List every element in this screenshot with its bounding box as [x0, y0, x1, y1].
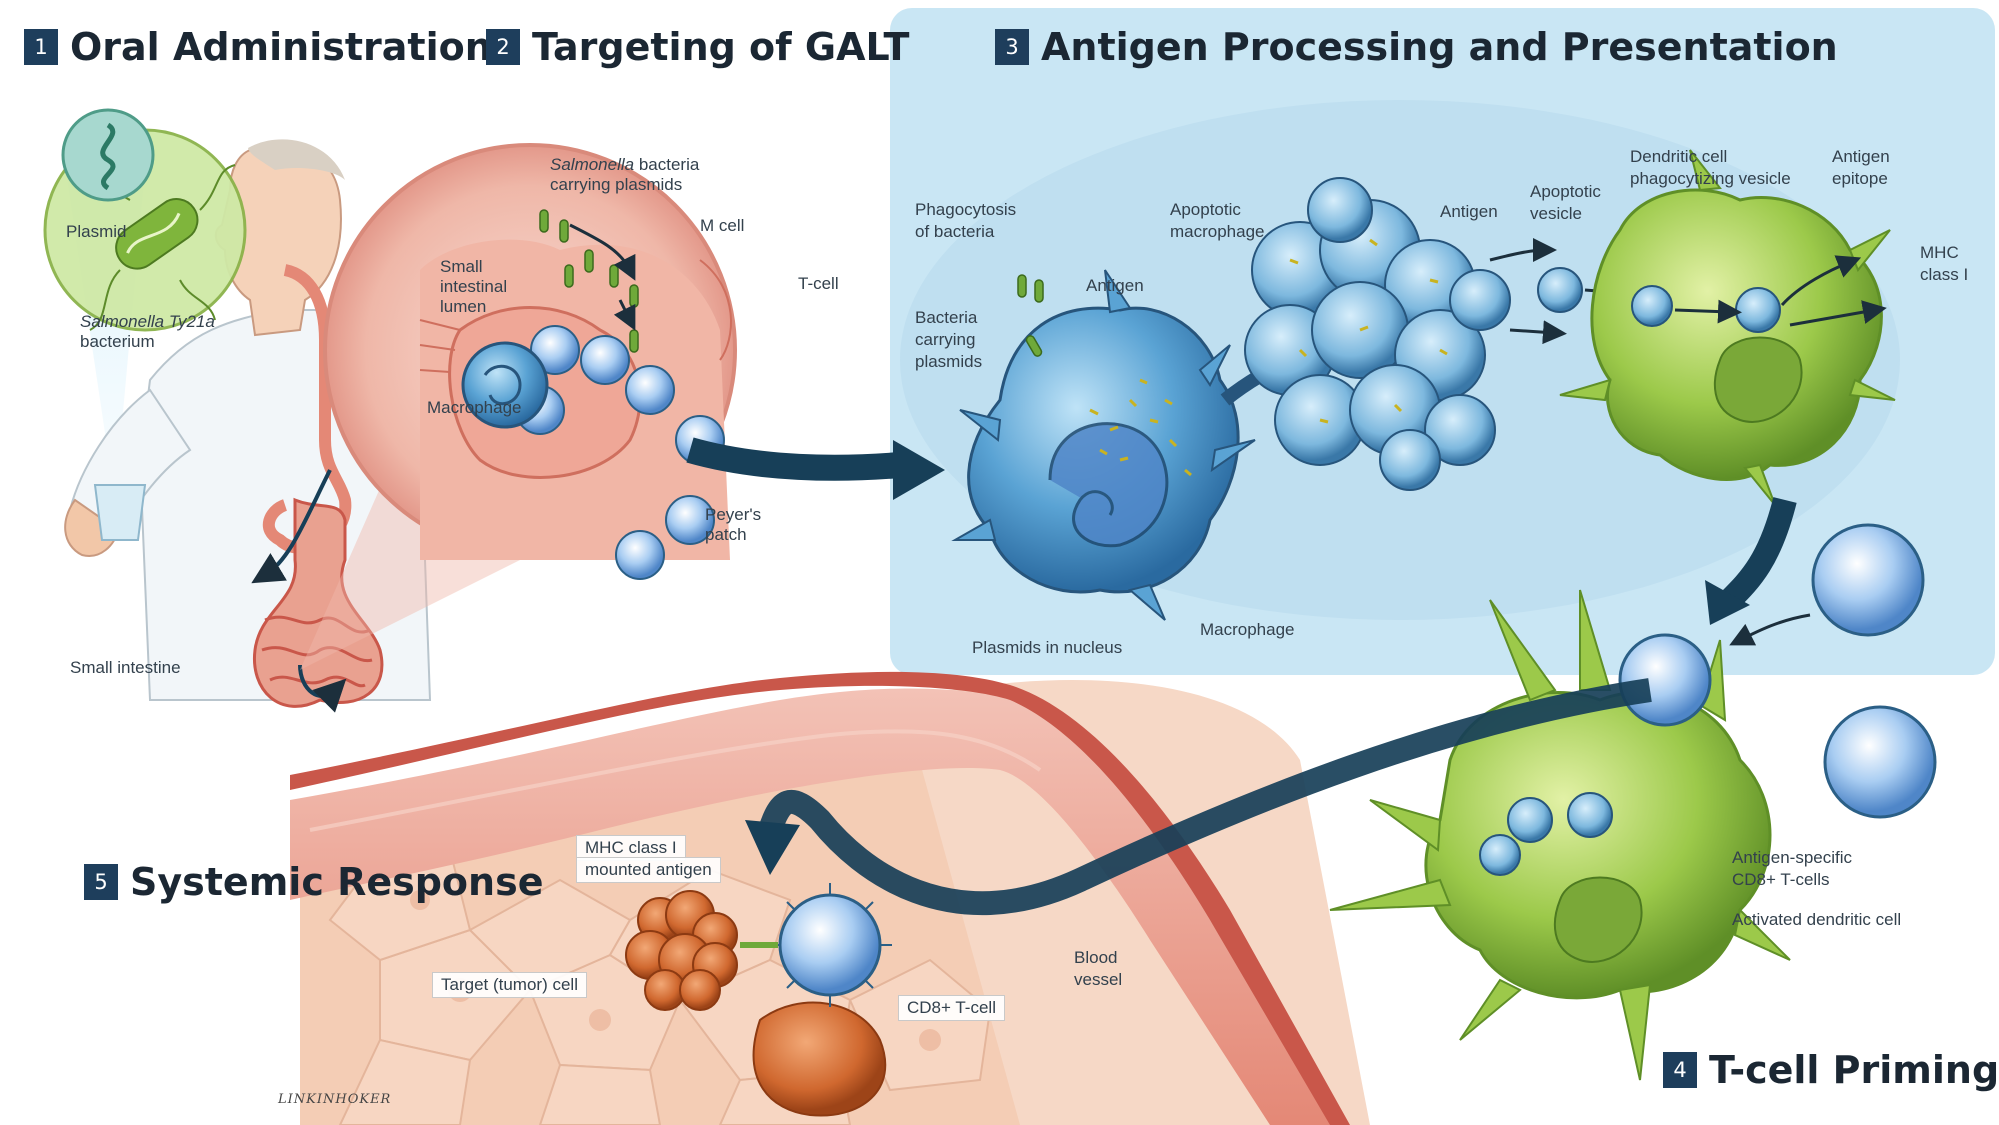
title-antigen-processing: Antigen Processing and Presentation: [1041, 25, 1838, 69]
step-number-4: 4: [1663, 1052, 1697, 1088]
label-antigen-epitope-1: Antigen: [1832, 147, 1890, 166]
label-cd8-specific-1: Antigen-specific: [1732, 848, 1853, 867]
step-number-3: 3: [995, 29, 1029, 65]
label-tcell-galt: T-cell: [798, 274, 839, 293]
tumor-cell: [625, 890, 887, 1117]
label-apoptotic-macrophage-2: macrophage: [1170, 222, 1265, 241]
label-mhc-mounted-2: mounted antigen: [576, 857, 721, 883]
label-dc-vesicle-1: Dendritic cell: [1630, 147, 1728, 166]
label-activated-dc: Activated dendritic cell: [1732, 910, 1902, 929]
label-phago-1: Phagocytosis: [915, 200, 1017, 219]
label-cd8-specific-2: CD8+ T-cells: [1732, 870, 1830, 889]
label-bacteria-word: bacteria: [634, 155, 700, 174]
arrow-3-to-4: [1721, 497, 1797, 609]
label-blood-1: Blood: [1074, 948, 1118, 967]
step-number-5: 5: [84, 864, 118, 900]
title-systemic-response: Systemic Response: [130, 860, 544, 904]
title-targeting-galt: Targeting of GALT: [532, 25, 910, 69]
heading-systemic-response: 5 Systemic Response: [84, 860, 543, 904]
label-bcp-3: plasmids: [915, 352, 983, 371]
label-salmonella-ty21a-name: Salmonella Ty21a: [80, 312, 215, 331]
label-macrophage-galt: Macrophage: [427, 398, 522, 417]
label-plasmids-in-nucleus: Plasmids in nucleus: [972, 638, 1123, 657]
label-macrophage-p3: Macrophage: [1200, 620, 1295, 639]
title-tcell-priming: T-cell Priming: [1709, 1048, 1999, 1092]
label-lumen-1: Small: [440, 257, 483, 276]
label-carrying-plasmids: carrying plasmids: [550, 175, 683, 194]
label-target-cell: Target (tumor) cell: [432, 972, 587, 998]
heading-tcell-priming: 4 T-cell Priming: [1663, 1048, 1999, 1092]
title-oral-administration: Oral Administration: [70, 25, 492, 69]
activated-dendritic-cell: [1329, 589, 1791, 1081]
label-mhc-1: MHC: [1920, 243, 1959, 262]
label-apoptotic-vesicle-2: vesicle: [1530, 204, 1582, 223]
label-lumen-3: lumen: [440, 297, 487, 316]
label-lumen-2: intestinal: [440, 277, 508, 296]
dendritic-cell: [1559, 149, 1896, 506]
macrophage-cell: [951, 269, 1256, 621]
arrow-4-to-5: [758, 678, 1652, 916]
label-peyers-1: Peyer's: [705, 505, 762, 524]
label-salmonella-bacteria: Salmonella bacteria: [550, 155, 699, 175]
label-plasmid: Plasmid: [66, 222, 127, 241]
label-phago-2: of bacteria: [915, 222, 995, 241]
label-mhc-mounted-1: MHC class I: [576, 835, 686, 861]
step-number-2: 2: [486, 29, 520, 65]
label-m-cell: M cell: [700, 216, 745, 235]
label-bcp-1: Bacteria: [915, 308, 978, 327]
heading-oral-administration: 1 Oral Administration: [24, 25, 492, 69]
step-number-1: 1: [24, 29, 58, 65]
label-blood-2: vessel: [1074, 970, 1123, 989]
label-bcp-2: carrying: [915, 330, 976, 349]
label-bacterium: bacterium: [80, 332, 155, 351]
label-mhc-2: class I: [1920, 265, 1969, 284]
label-small-intestine: Small intestine: [70, 658, 181, 677]
artist-signature: LINKINHOKER: [278, 1092, 392, 1107]
arrow-2-to-3: [686, 437, 902, 481]
label-apoptotic-macrophage-1: Apoptotic: [1170, 200, 1241, 219]
label-dc-vesicle-2: phagocytizing vesicle: [1630, 169, 1791, 188]
galt-inset: [323, 143, 737, 580]
cd8-tcell: [740, 883, 892, 1007]
label-salmonella-ty21a: Salmonella Ty21a: [80, 312, 215, 332]
label-antigen-epitope-2: epitope: [1832, 169, 1888, 188]
label-antigen-macrophage: Antigen: [1086, 276, 1144, 295]
label-antigen-apoptotic: Antigen: [1440, 202, 1498, 221]
apoptotic-vesicle: [1537, 267, 1583, 313]
label-cd8-tcell: CD8+ T-cell: [898, 995, 1005, 1021]
bacterium-inset: [43, 108, 247, 332]
heading-targeting-galt: 2 Targeting of GALT: [486, 25, 909, 69]
label-apoptotic-vesicle-1: Apoptotic: [1530, 182, 1601, 201]
heading-antigen-processing: 3 Antigen Processing and Presentation: [995, 25, 1838, 69]
label-peyers-2: patch: [705, 525, 747, 544]
apoptotic-macrophage: [1244, 177, 1511, 491]
label-salmonella-word: Salmonella: [550, 155, 635, 174]
